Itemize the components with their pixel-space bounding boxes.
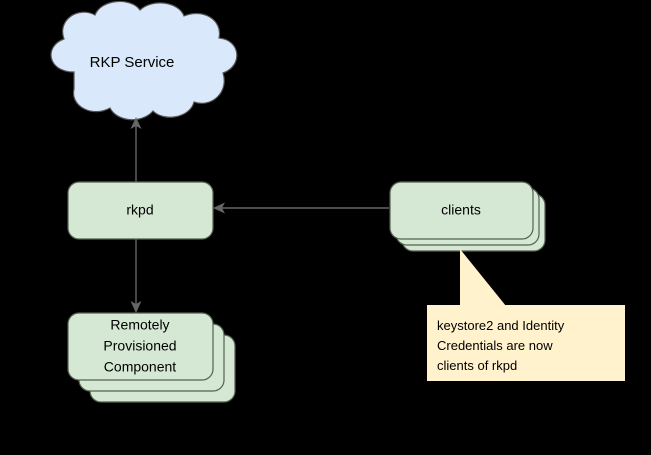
clients-box-layer-front xyxy=(389,181,534,240)
callout-tail xyxy=(460,249,506,306)
cloud-label: RKP Service xyxy=(90,54,175,71)
arrowhead-left-icon xyxy=(213,202,225,214)
node-rkp-service[interactable]: RKP Service xyxy=(50,1,238,121)
cloud-shape xyxy=(50,1,238,121)
node-clients[interactable]: clients xyxy=(389,181,546,252)
rkpd-label: rkpd xyxy=(126,202,153,218)
edge-rkpd-to-rpc xyxy=(130,239,142,313)
callout-clients-note[interactable]: keystore2 and Identity Credentials are n… xyxy=(427,249,625,381)
node-remotely-provisioned-component[interactable]: Remotely Provisioned Component xyxy=(67,312,236,403)
arrowhead-up-icon xyxy=(130,117,142,129)
rpc-label-line-3: Component xyxy=(104,359,176,375)
callout-line-2: Credentials are now xyxy=(437,338,553,353)
clients-label: clients xyxy=(441,202,481,218)
rpc-label-line-2: Provisioned xyxy=(103,338,176,354)
node-rkpd[interactable]: rkpd xyxy=(67,181,214,240)
callout-body xyxy=(427,305,625,381)
rkpd-box xyxy=(67,181,214,240)
callout-line-1: keystore2 and Identity xyxy=(437,318,565,333)
edge-clients-to-rkpd xyxy=(213,202,389,214)
rpc-box-layer-front xyxy=(67,312,214,381)
arrowhead-down-icon xyxy=(130,301,142,313)
callout-line-3: clients of rkpd xyxy=(437,358,517,373)
rpc-label-line-1: Remotely xyxy=(110,317,169,333)
edge-rkpd-to-rkp-service xyxy=(130,117,142,182)
